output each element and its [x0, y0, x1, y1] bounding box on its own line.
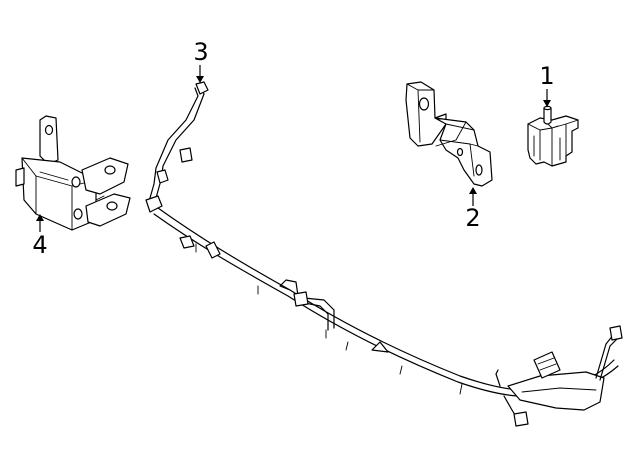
svg-text:2: 2 — [465, 204, 480, 232]
callout-3: 3 — [193, 38, 209, 83]
callout-2: 2 — [465, 187, 481, 232]
part-2-bracket[interactable] — [405, 81, 493, 187]
svg-text:3: 3 — [193, 38, 208, 66]
svg-text:1: 1 — [539, 62, 554, 90]
callout-4: 4 — [32, 214, 48, 259]
part-3-wiring-harness[interactable] — [145, 81, 623, 427]
part-4-control-module[interactable] — [15, 115, 131, 231]
svg-text:4: 4 — [32, 231, 47, 259]
callout-1: 1 — [539, 62, 555, 107]
part-1-sensor[interactable] — [527, 105, 579, 167]
